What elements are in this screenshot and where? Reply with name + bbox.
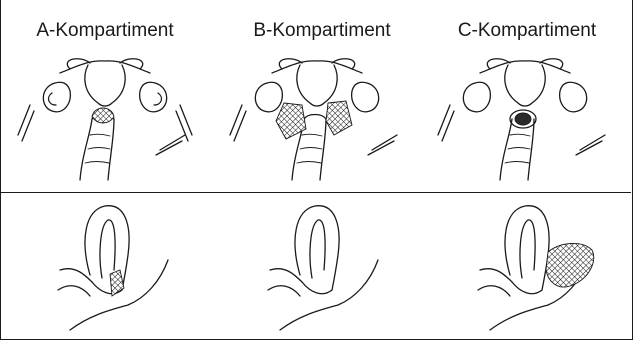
mesh-anterior-sagittal [110, 270, 124, 296]
ligament-right [576, 135, 605, 155]
mesh-apical [515, 113, 531, 125]
ovary-right [560, 82, 587, 112]
pelvic-wall-left [18, 105, 34, 141]
ligament-right [368, 135, 397, 155]
frontal-view-c [430, 45, 620, 185]
uterus-frontal [60, 59, 150, 106]
column-title-c: C-Kompartiment [427, 20, 627, 42]
mesh-lateral-right [326, 101, 352, 135]
rectum-outline [280, 260, 378, 330]
sagittal-view-c [470, 200, 620, 335]
vaginal-apex [512, 282, 542, 294]
bladder-outline [478, 269, 512, 296]
bladder-outline [58, 269, 92, 296]
sagittal-view-b [260, 200, 390, 335]
bladder-outline [268, 269, 302, 296]
mesh-posterior-sagittal [546, 243, 594, 287]
ovary-left [463, 82, 490, 112]
frontal-view-b [222, 45, 412, 185]
vagina-tube [500, 119, 534, 180]
pelvic-wall-left [438, 105, 454, 141]
ovary-left [255, 82, 282, 112]
frontal-view-a [10, 45, 200, 185]
column-title-b: B-Kompartiment [222, 20, 422, 42]
row-divider [0, 192, 631, 193]
mesh-anterior [92, 108, 114, 123]
uterus-sagittal [85, 206, 129, 290]
ligament-right [156, 135, 185, 155]
ovary-right [352, 82, 379, 112]
vagina-tube [80, 115, 114, 181]
sagittal-view-a [50, 200, 180, 335]
uterus-frontal [272, 59, 362, 106]
ovary-right [140, 82, 167, 112]
column-title-a: A-Kompartiment [5, 20, 205, 42]
ovary-left [43, 82, 70, 112]
uterus-sagittal [295, 206, 339, 290]
uterus-frontal [480, 59, 570, 106]
pelvic-wall-left [230, 105, 246, 141]
uterus-sagittal [505, 206, 549, 290]
vaginal-apex [302, 282, 332, 294]
